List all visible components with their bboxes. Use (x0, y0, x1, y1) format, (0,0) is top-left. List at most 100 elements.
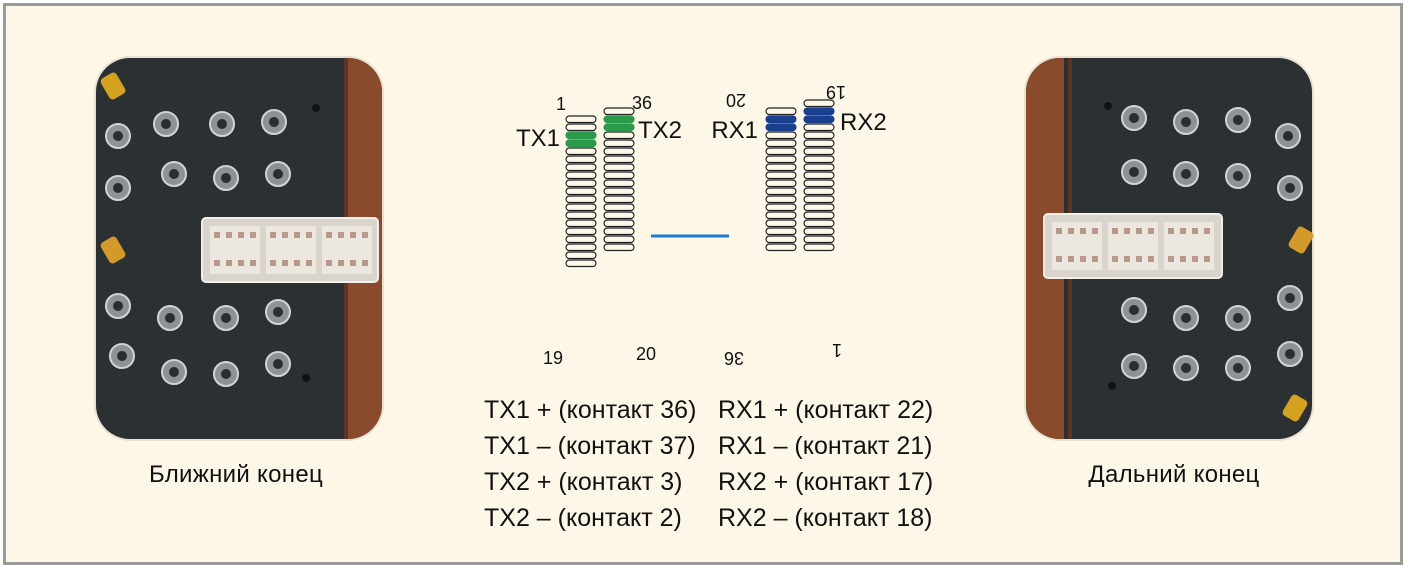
rx-left-pin-2 (765, 115, 797, 124)
rx-left-pin-12 (765, 195, 797, 204)
pin-number-20: 20 (636, 344, 656, 364)
tx1-label: TX1 (516, 125, 560, 152)
rx-left-pin-5 (765, 139, 797, 148)
rx-left-pin-10 (765, 179, 797, 188)
legend-tx2-plus: TX2 + (контакт 3) (484, 468, 683, 496)
legend-tx2-minus: TX2 – (контакт 2) (484, 504, 682, 532)
rx1-label: RX1 (711, 117, 758, 144)
tx-left-pin-17 (565, 243, 597, 252)
tx-right-pin-15 (603, 219, 635, 228)
rx-right-pin-19 (803, 243, 835, 252)
tx-right-pin-3 (603, 123, 635, 132)
rx-right-pin-3 (803, 115, 835, 124)
legend-rx2-plus: RX2 + (контакт 17) (718, 468, 934, 496)
tx-right-pin-17 (603, 235, 635, 244)
tx2-label: TX2 (638, 117, 682, 144)
tx-right-pin-9 (603, 171, 635, 180)
tx-left-pin-1 (565, 115, 597, 124)
tx-right-pin-12 (603, 195, 635, 204)
rx-right-pin-17 (803, 227, 835, 236)
rx-right-pin-9 (803, 163, 835, 172)
tx-right-pin-4 (603, 131, 635, 140)
tx-right-pin-7 (603, 155, 635, 164)
rx-right-pin-5 (803, 131, 835, 140)
rx-right-pin-11 (803, 179, 835, 188)
tx-right-pin-11 (603, 187, 635, 196)
rx-right-pin-15 (803, 211, 835, 220)
rx-left-pin-3 (765, 123, 797, 132)
legend-rx1-plus: RX1 + (контакт 22) (718, 396, 934, 424)
rx-left-pin-11 (765, 187, 797, 196)
rx-left-pin-6 (765, 147, 797, 156)
far-end-board-image (1024, 56, 1314, 441)
tx-left-pin-14 (565, 219, 597, 228)
tx-left-pin-12 (565, 203, 597, 212)
tx-left-pin-16 (565, 235, 597, 244)
rx-right-pin-10 (803, 171, 835, 180)
rx-legend: RX1 + (контакт 22) RX1 – (контакт 21) RX… (718, 392, 933, 536)
rx-right-pin-2 (803, 107, 835, 116)
rx-left-pin-7 (765, 155, 797, 164)
tx-left-pin-8 (565, 171, 597, 180)
rx2-label: RX2 (840, 109, 887, 136)
tx-left-pin-9 (565, 179, 597, 188)
tx-right-pin-5 (603, 139, 635, 148)
pin-number-19-r: 19 (826, 82, 846, 102)
rx-right-pin-12 (803, 187, 835, 196)
rx-left-pin-1 (765, 107, 797, 116)
tx-left-pin-18 (565, 251, 597, 260)
tx-left-pin-2 (565, 123, 597, 132)
near-end-caption: Ближний конец (148, 461, 324, 488)
tx-right-pin-8 (603, 163, 635, 172)
rx-right-pin-13 (803, 195, 835, 204)
legend-tx1-plus: TX1 + (контакт 36) (484, 396, 697, 424)
tx-left-pin-13 (565, 211, 597, 220)
tx-legend: TX1 + (контакт 36) TX1 – (контакт 37) TX… (484, 392, 696, 536)
tx-left-pin-15 (565, 227, 597, 236)
tx-left-pin-10 (565, 187, 597, 196)
rx-left-pin-4 (765, 131, 797, 140)
legend-tx1-minus: TX1 – (контакт 37) (484, 432, 696, 460)
tx-left-pin-7 (565, 163, 597, 172)
legend-rx1-minus: RX1 – (контакт 21) (718, 432, 933, 460)
rx-left-pin-18 (765, 243, 797, 252)
rx-right-pin-7 (803, 147, 835, 156)
tx-right-pin-2 (603, 115, 635, 124)
tx-right-pin-13 (603, 203, 635, 212)
pin-number-1-r: 1 (832, 340, 842, 360)
rx-right-pin-1 (803, 99, 835, 108)
rx-right-pin-8 (803, 155, 835, 164)
rx-left-pin-9 (765, 171, 797, 180)
pin-number-36: 36 (632, 93, 652, 113)
rx-left-pin-15 (765, 219, 797, 228)
tx-left-pin-11 (565, 195, 597, 204)
tx-left-pin-5 (565, 147, 597, 156)
far-end-caption: Дальний конец (1088, 461, 1260, 488)
rx-left-pin-17 (765, 235, 797, 244)
rx-right-pin-6 (803, 139, 835, 148)
tx-left-pin-6 (565, 155, 597, 164)
rx-right-pin-16 (803, 219, 835, 228)
tx-right-pin-16 (603, 227, 635, 236)
rx-right-pin-18 (803, 235, 835, 244)
pin-number-1: 1 (556, 94, 566, 114)
rx-right-pin-14 (803, 203, 835, 212)
tx-right-pin-1 (603, 107, 635, 116)
pin-number-20-r: 20 (726, 90, 746, 110)
tx-left-pin-19 (565, 259, 597, 268)
tx-left-pin-3 (565, 131, 597, 140)
rx-left-pin-16 (765, 227, 797, 236)
rx-left-pin-13 (765, 203, 797, 212)
tx-left-pin-4 (565, 139, 597, 148)
rx-right-pin-4 (803, 123, 835, 132)
tx-right-pin-6 (603, 147, 635, 156)
rx-left-pin-14 (765, 211, 797, 220)
tx-right-pin-14 (603, 211, 635, 220)
tx-right-pin-10 (603, 179, 635, 188)
legend-rx2-minus: RX2 – (контакт 18) (718, 504, 933, 532)
near-end-board-image (94, 56, 384, 441)
pin-number-19: 19 (543, 348, 563, 368)
